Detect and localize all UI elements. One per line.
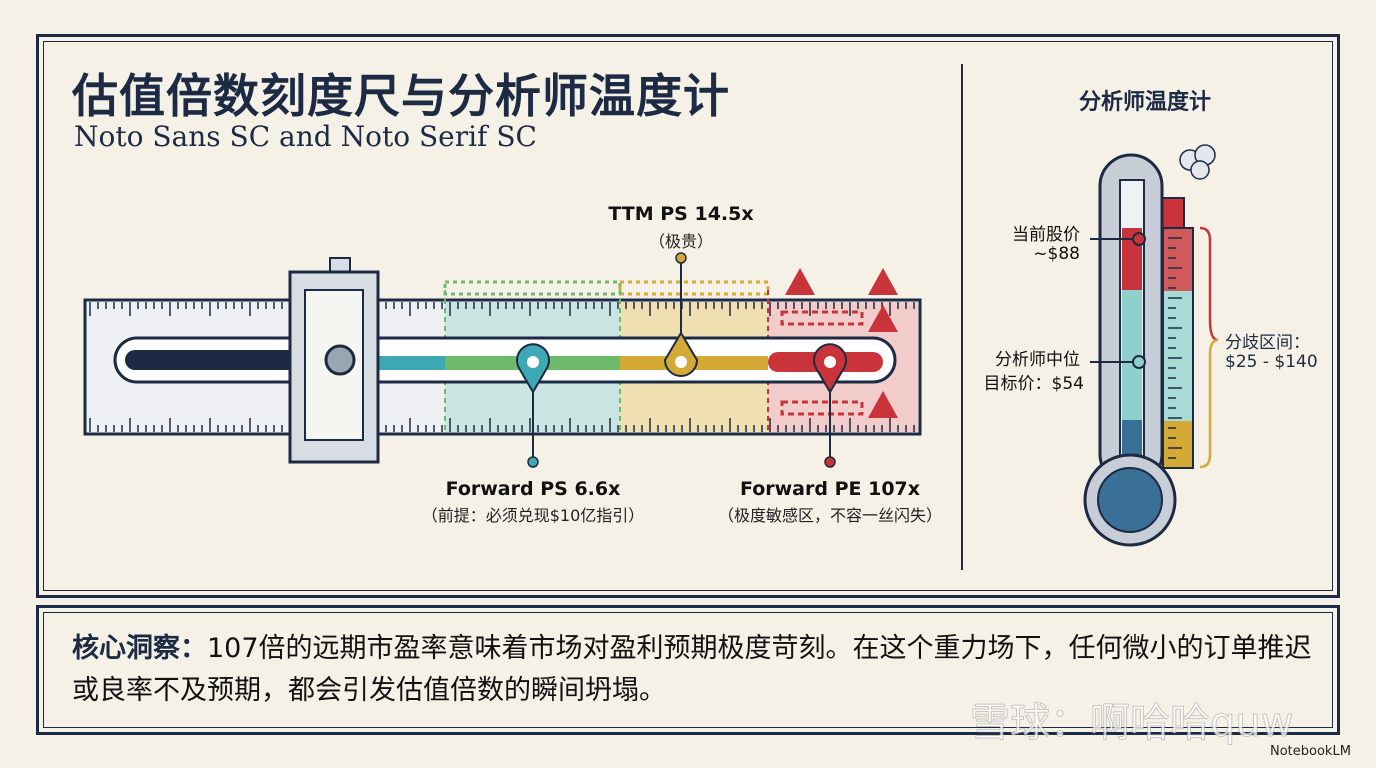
slider-clamp (288, 257, 380, 464)
forward-pe-label: Forward PE 107x (739, 478, 921, 500)
warning-triangles (780, 268, 898, 418)
insight-text: 核心洞察：107倍的远期市盈率意味着市场对盈利预期极度苛刻。在这个重力场下，任何… (72, 628, 1312, 712)
marker-forward-pe (813, 343, 847, 468)
forward-ps-label: Forward PS 6.6x (445, 478, 621, 500)
forward-ps-note: （前提：必须兑现$10亿指引） (421, 506, 645, 525)
median-target-value: 目标价：$54 (983, 374, 1084, 394)
range-brace (1199, 226, 1219, 342)
median-target-dot (1132, 355, 1146, 369)
insight-heading: 核心洞察： (72, 633, 207, 664)
ttm-ps-label: TTM PS 14.5x (608, 203, 754, 225)
page-title: 估值倍数刻度尺与分析师温度计 (72, 69, 730, 123)
ttm-ps-note: （极贵） (648, 232, 713, 251)
thermometer-title: 分析师温度计 (1078, 90, 1211, 115)
insight-body: 107倍的远期市盈率意味着市场对盈利预期极度苛刻。在这个重力场下，任何微小的订单… (72, 633, 1312, 706)
valuation-ruler (83, 252, 922, 468)
current-price-dot (1132, 232, 1146, 246)
current-price-label: 当前股价 (1012, 225, 1080, 245)
notebooklm-brand: NotebookLM (1270, 744, 1351, 759)
page-subtitle: Noto Sans SC and Noto Serif SC (74, 120, 537, 153)
current-price-value: ~$88 (1033, 244, 1080, 264)
range-label: 分歧区间： (1225, 333, 1310, 353)
marker-ttm-ps (663, 252, 699, 377)
watermark: 雪球：啊哈哈quw (969, 700, 1294, 747)
main-panel (36, 34, 1340, 598)
marker-forward-ps (516, 343, 550, 468)
range-value: $25 - $140 (1225, 352, 1318, 372)
forward-pe-note: （极度敏感区，不容一丝闪失） (717, 506, 942, 525)
insight-panel (36, 605, 1340, 735)
panel-divider (961, 64, 963, 570)
warning-stripes (443, 280, 770, 296)
steam-icon (1179, 144, 1216, 180)
analyst-thermometer (1083, 144, 1219, 547)
median-target-label: 分析师中位 (995, 350, 1080, 370)
